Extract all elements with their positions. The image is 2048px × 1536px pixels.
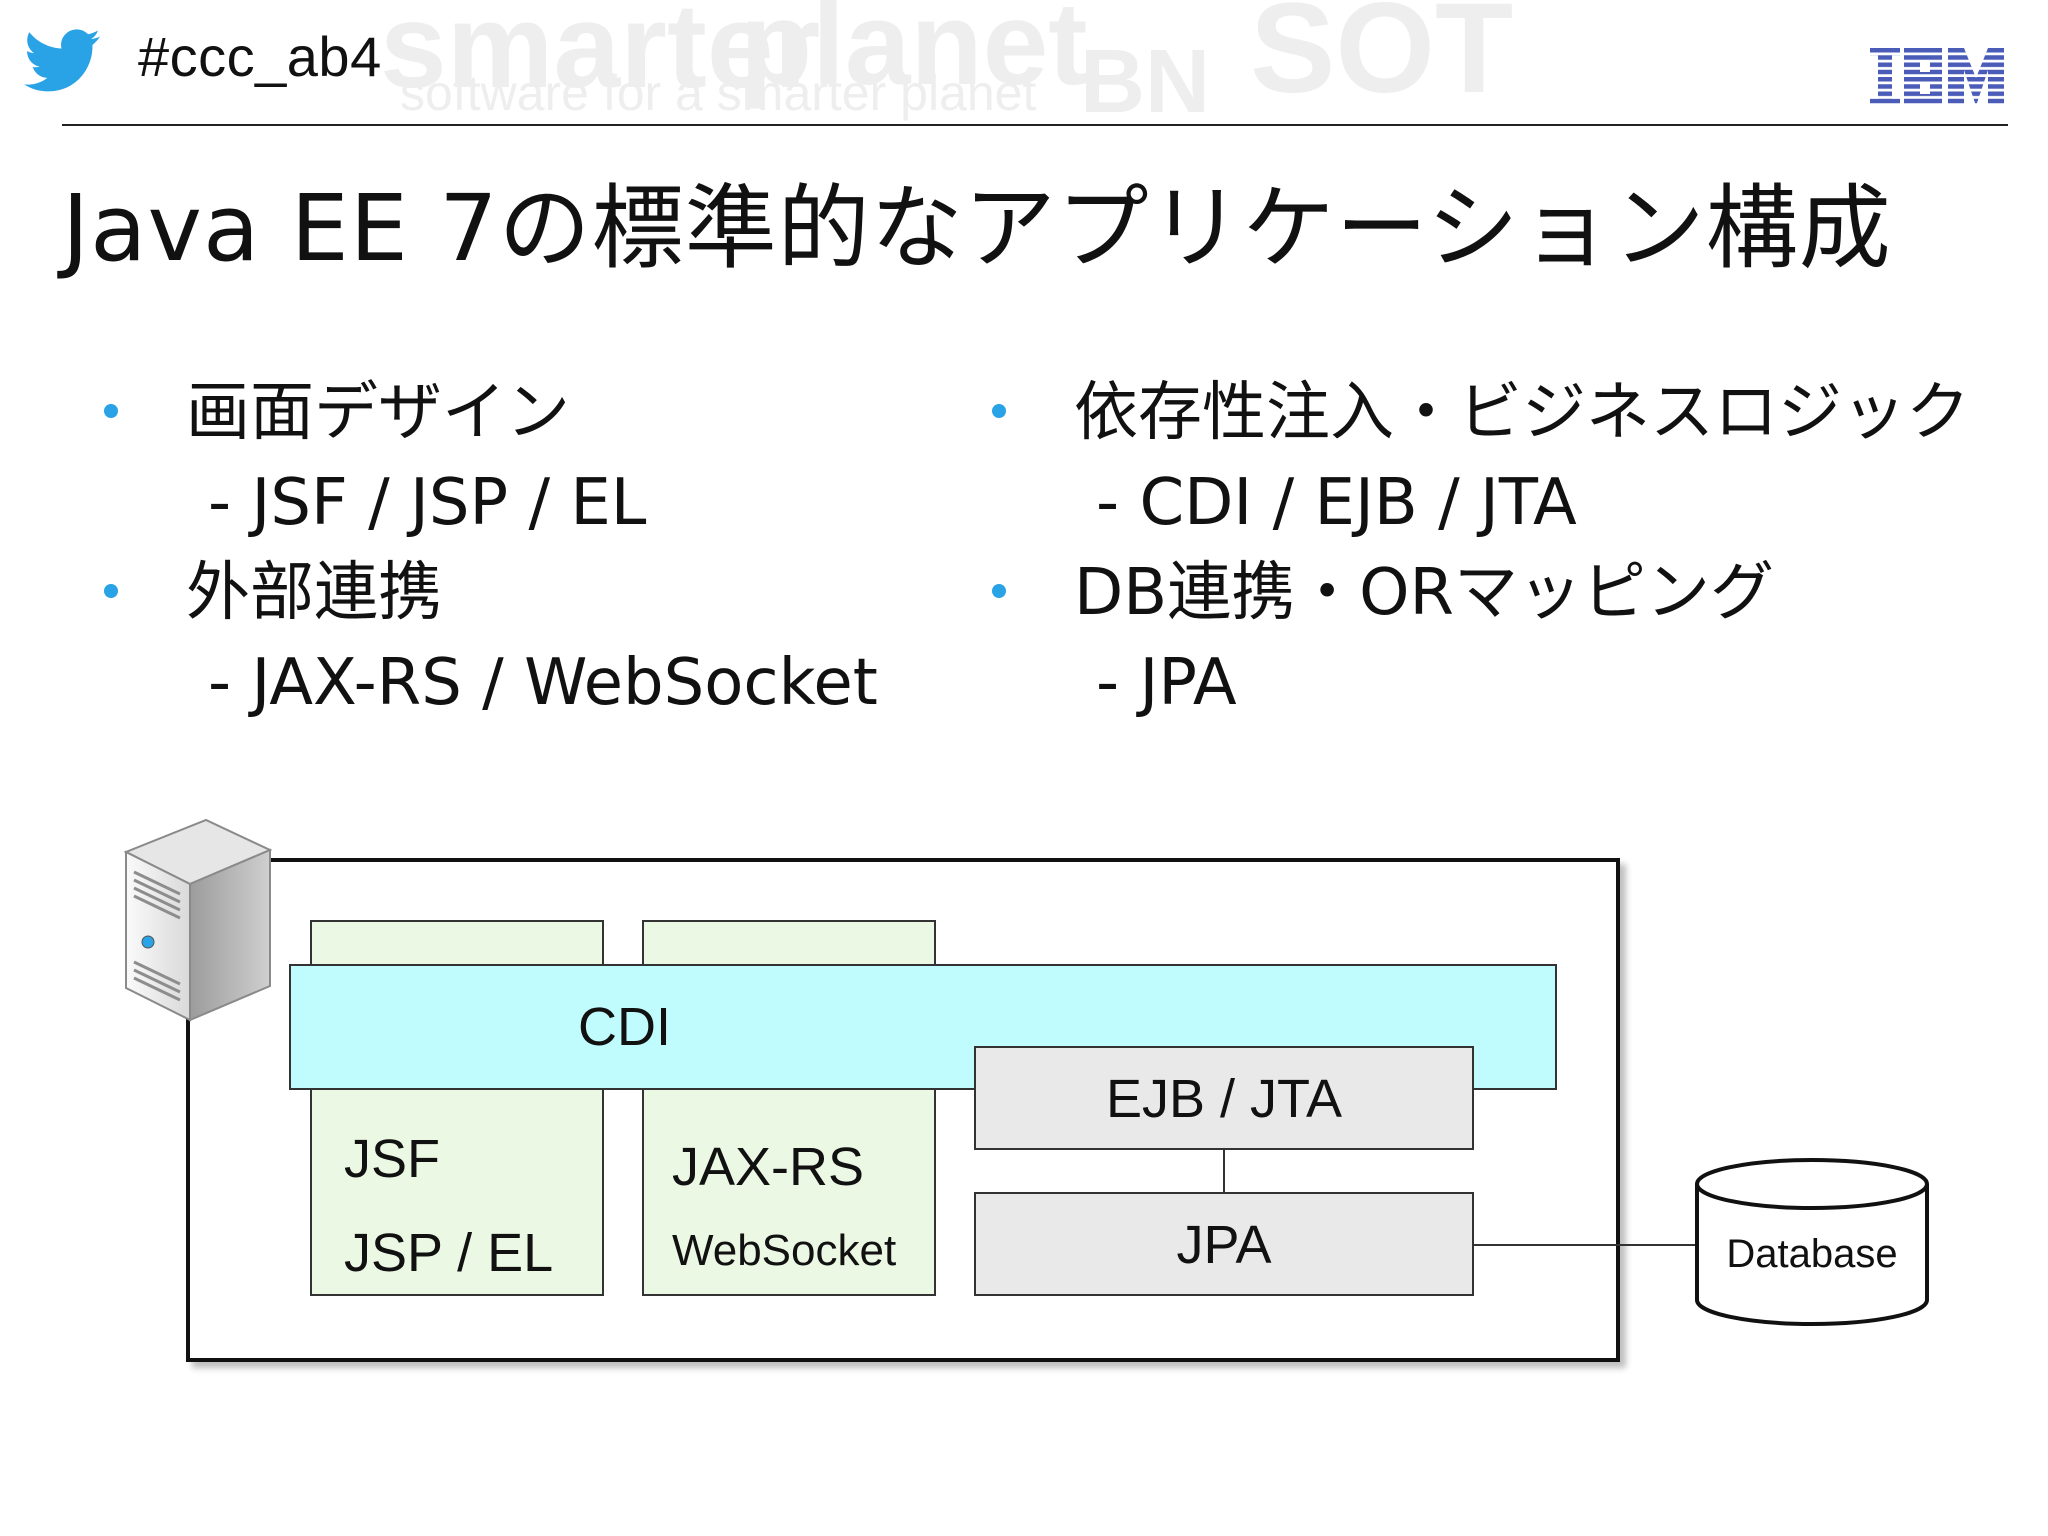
bullet-heading: DB連携・ORマッピング bbox=[1074, 556, 1775, 630]
watermark-word: planet bbox=[740, 0, 1088, 110]
bullet-detail: - JPA bbox=[1096, 646, 1237, 720]
database-cylinder-icon bbox=[1695, 1158, 1929, 1326]
watermark-word: software for a smarter planet bbox=[400, 65, 1036, 121]
bullet-item: 依存性注入・ビジネスロジック - CDI / EJB / JTA bbox=[992, 368, 1970, 548]
jaxrs-label: JAX-RS bbox=[672, 1137, 865, 1197]
watermark-background: smarter planet SOT software for a smarte… bbox=[380, 0, 1513, 122]
bullet-heading: 依存性注入・ビジネスロジック bbox=[1074, 376, 1970, 450]
ejb-jpa-connector bbox=[1223, 1150, 1225, 1192]
database-label: Database bbox=[1726, 1232, 1898, 1276]
bullet-detail: - JSF / JSP / EL bbox=[208, 466, 647, 540]
bullet-item: 画面デザイン - JSF / JSP / EL bbox=[104, 368, 878, 548]
jpa-label: JPA bbox=[1176, 1215, 1272, 1275]
bullet-list-right: 依存性注入・ビジネスロジック - CDI / EJB / JTA DB連携・OR… bbox=[992, 368, 1970, 728]
server-icon bbox=[123, 818, 273, 1022]
watermark-word: SOT bbox=[1250, 0, 1513, 120]
ibm-logo bbox=[1870, 48, 2004, 106]
jpa-database-connector bbox=[1474, 1244, 1696, 1246]
slide-header: smarter planet SOT software for a smarte… bbox=[0, 0, 2048, 128]
jpa-layer-box bbox=[974, 1192, 1474, 1296]
watermark-word: smarter bbox=[380, 0, 820, 113]
bullet-detail: - JAX-RS / WebSocket bbox=[208, 646, 878, 720]
bullet-dot-icon bbox=[104, 584, 118, 598]
bullet-dot-icon bbox=[104, 404, 118, 418]
bullet-dot-icon bbox=[992, 404, 1006, 418]
header-divider bbox=[62, 124, 2008, 126]
bullet-dot-icon bbox=[992, 584, 1006, 598]
event-hashtag: #ccc_ab4 bbox=[138, 25, 382, 88]
cdi-label: CDI bbox=[578, 997, 671, 1057]
jsp-el-label: JSP / EL bbox=[344, 1223, 554, 1283]
jsf-label: JSF bbox=[344, 1129, 441, 1189]
bullet-item: DB連携・ORマッピング - JPA bbox=[992, 548, 1970, 728]
ejb-jta-layer-box bbox=[974, 1046, 1474, 1150]
twitter-bird-icon bbox=[24, 29, 101, 92]
bullet-heading: 外部連携 bbox=[186, 556, 442, 630]
websocket-label: WebSocket bbox=[672, 1226, 897, 1275]
ejb-jta-label: EJB / JTA bbox=[1105, 1069, 1343, 1129]
bullet-heading: 画面デザイン bbox=[186, 376, 570, 450]
bullet-detail: - CDI / EJB / JTA bbox=[1096, 466, 1577, 540]
bullet-list-left: 画面デザイン - JSF / JSP / EL 外部連携 - JAX-RS / … bbox=[104, 368, 878, 728]
bullet-item: 外部連携 - JAX-RS / WebSocket bbox=[104, 548, 878, 728]
slide-title: Java EE 7の標準的なアプリケーション構成 bbox=[62, 175, 1892, 282]
watermark-word: BN bbox=[1080, 32, 1210, 122]
